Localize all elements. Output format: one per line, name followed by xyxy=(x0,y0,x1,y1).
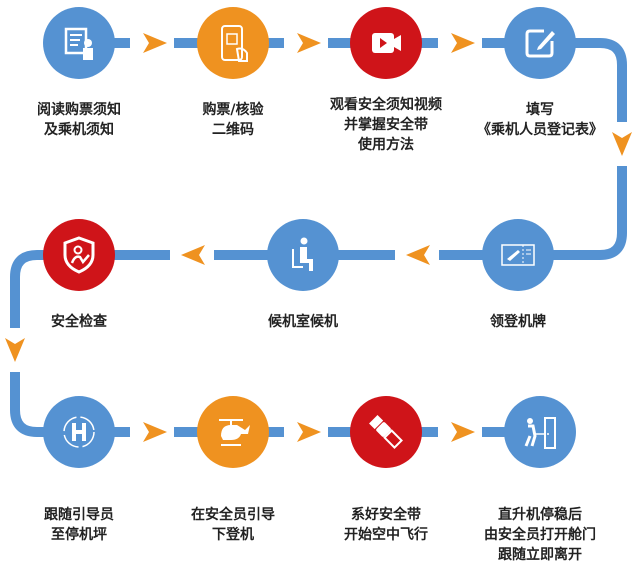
step-circle xyxy=(482,219,554,291)
step-circle xyxy=(43,396,115,468)
step-label-line: 及乘机须知 xyxy=(44,122,114,138)
document-person-icon xyxy=(64,27,93,60)
step-circle xyxy=(267,219,339,291)
step-label-line: 填写 xyxy=(526,102,554,118)
step-label-line: 至停机坪 xyxy=(51,527,107,543)
phone-qr-code-icon xyxy=(221,25,248,62)
boarding-pass-icon xyxy=(501,244,535,266)
step-label-line: 由安全员打开舱门 xyxy=(484,527,596,543)
arrow-right-icon xyxy=(143,422,167,442)
step-label-line: 系好安全带 xyxy=(351,507,421,523)
step-label-line: 开始空中飞行 xyxy=(344,527,428,543)
step-circle xyxy=(504,396,576,468)
step-label-line: 使用方法 xyxy=(358,137,414,153)
step-circle xyxy=(504,7,576,79)
step-label: 跟随引导员至停机坪 xyxy=(0,505,164,545)
step-label-line: 购票/核验 xyxy=(202,102,264,118)
step-label: 购票/核验二维码 xyxy=(148,100,318,140)
step-circle xyxy=(197,7,269,79)
arrow-right-icon xyxy=(143,33,167,53)
step-label-line: 跟随立即离开 xyxy=(498,547,582,563)
video-camera-icon xyxy=(372,33,401,53)
seatbelt-icon xyxy=(369,415,403,449)
arrow-right-icon xyxy=(451,33,475,53)
step-label-line: 并掌握安全带 xyxy=(344,117,428,133)
arrow-right-icon xyxy=(297,33,321,53)
step-label: 系好安全带开始空中飞行 xyxy=(301,505,471,545)
helipad-icon xyxy=(63,416,95,448)
step-label: 观看安全须知视频并掌握安全带使用方法 xyxy=(301,95,471,155)
step-label-line: 阅读购票须知 xyxy=(37,102,121,118)
step-label: 在安全员引导下登机 xyxy=(148,505,318,545)
arrow-left-icon xyxy=(181,245,205,265)
step-label-line: 观看安全须知视频 xyxy=(330,97,442,113)
security-shield-icon xyxy=(63,236,95,274)
exit-door-icon xyxy=(524,417,556,449)
step-label-line: 候机室候机 xyxy=(268,314,338,330)
arrow-right-icon xyxy=(451,422,475,442)
step-circle xyxy=(43,7,115,79)
step-label-line: 在安全员引导 xyxy=(191,507,275,523)
step-label-line: 领登机牌 xyxy=(490,314,546,330)
step-label: 填写《乘机人员登记表》 xyxy=(455,100,625,140)
step-label-line: 跟随引导员 xyxy=(44,507,114,523)
step-label: 直升机停稳后由安全员打开舱门跟随立即离开 xyxy=(455,505,625,565)
step-circle xyxy=(350,396,422,468)
step-label-line: 下登机 xyxy=(212,527,254,543)
edit-form-icon xyxy=(525,29,555,58)
step-label-line: 安全检查 xyxy=(51,314,107,330)
step-label: 领登机牌 xyxy=(433,312,603,332)
step-label: 阅读购票须知及乘机须知 xyxy=(0,100,164,140)
step-label-line: 二维码 xyxy=(212,122,254,138)
step-circle xyxy=(43,219,115,291)
step-label-line: 直升机停稳后 xyxy=(498,507,582,523)
arrow-right-icon xyxy=(297,422,321,442)
step-label: 候机室候机 xyxy=(218,312,388,332)
arrow-down-icon xyxy=(5,338,25,362)
step-circle xyxy=(350,7,422,79)
step-label-line: 《乘机人员登记表》 xyxy=(477,122,603,138)
step-circle xyxy=(197,396,269,468)
step-label: 安全检查 xyxy=(0,312,164,332)
seated-person-icon xyxy=(292,237,313,271)
helicopter-icon xyxy=(219,419,250,446)
arrow-left-icon xyxy=(406,245,430,265)
arrow-down-icon xyxy=(612,132,632,156)
